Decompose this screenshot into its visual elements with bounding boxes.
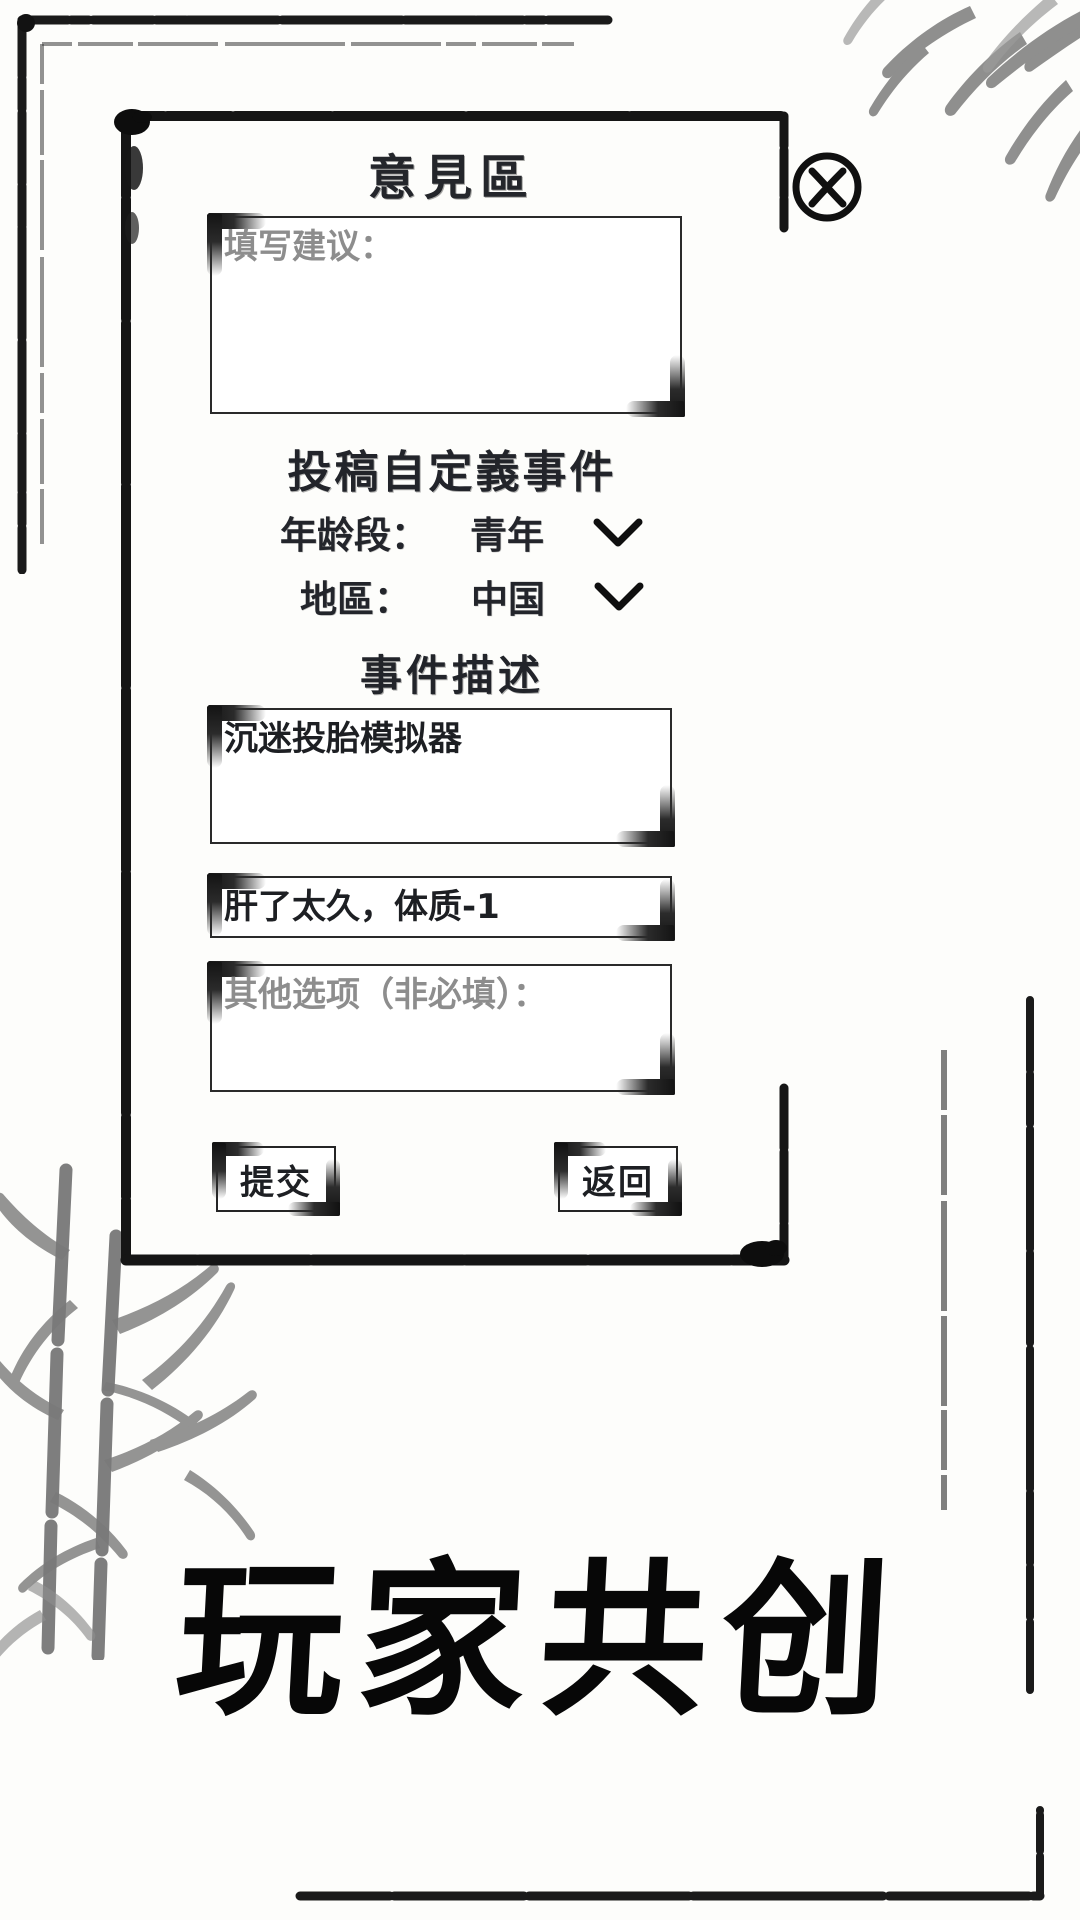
event-description-value-1: 沉迷投胎模拟器 — [224, 719, 462, 759]
suggestion-textarea[interactable]: 填写建议： — [207, 213, 685, 417]
event-description-input-2[interactable]: 肝了太久，体质-1 — [207, 873, 675, 941]
brand-title: 玩家共创 — [170, 1541, 910, 1739]
chevron-down-icon[interactable] — [593, 579, 645, 613]
page-title: 意見區 — [367, 150, 536, 206]
back-button[interactable]: 返回 — [554, 1142, 682, 1216]
submit-button-label: 提交 — [240, 1162, 312, 1203]
other-options-placeholder: 其他选项（非必填）： — [224, 975, 547, 1015]
submit-button[interactable]: 提交 — [212, 1142, 340, 1216]
event-description-value-2: 肝了太久，体质-1 — [224, 887, 500, 927]
close-circle-icon[interactable] — [790, 150, 864, 224]
region-value: 中国 — [471, 578, 545, 621]
suggestion-placeholder: 填写建议： — [224, 227, 394, 267]
age-range-label: 年龄段： — [280, 514, 428, 557]
other-options-input[interactable]: 其他选项（非必填）： — [207, 961, 675, 1095]
back-button-label: 返回 — [582, 1162, 654, 1203]
bottom-ink-border — [295, 1806, 1045, 1901]
region-select-row[interactable]: 地區： 中国 — [300, 570, 645, 622]
chevron-down-icon[interactable] — [592, 515, 644, 549]
age-range-value: 青年 — [470, 514, 544, 557]
feedback-dialog: 意見區 填写建议： 投稿自定義事件 年龄段： 青年 — [112, 108, 862, 1268]
age-range-select-row[interactable]: 年龄段： 青年 — [280, 506, 644, 558]
event-description-input-1[interactable]: 沉迷投胎模拟器 — [207, 705, 675, 847]
region-label: 地區： — [300, 578, 411, 621]
event-section-heading: 事件描述 — [359, 651, 544, 700]
submit-section-heading: 投稿自定義事件 — [287, 447, 617, 498]
